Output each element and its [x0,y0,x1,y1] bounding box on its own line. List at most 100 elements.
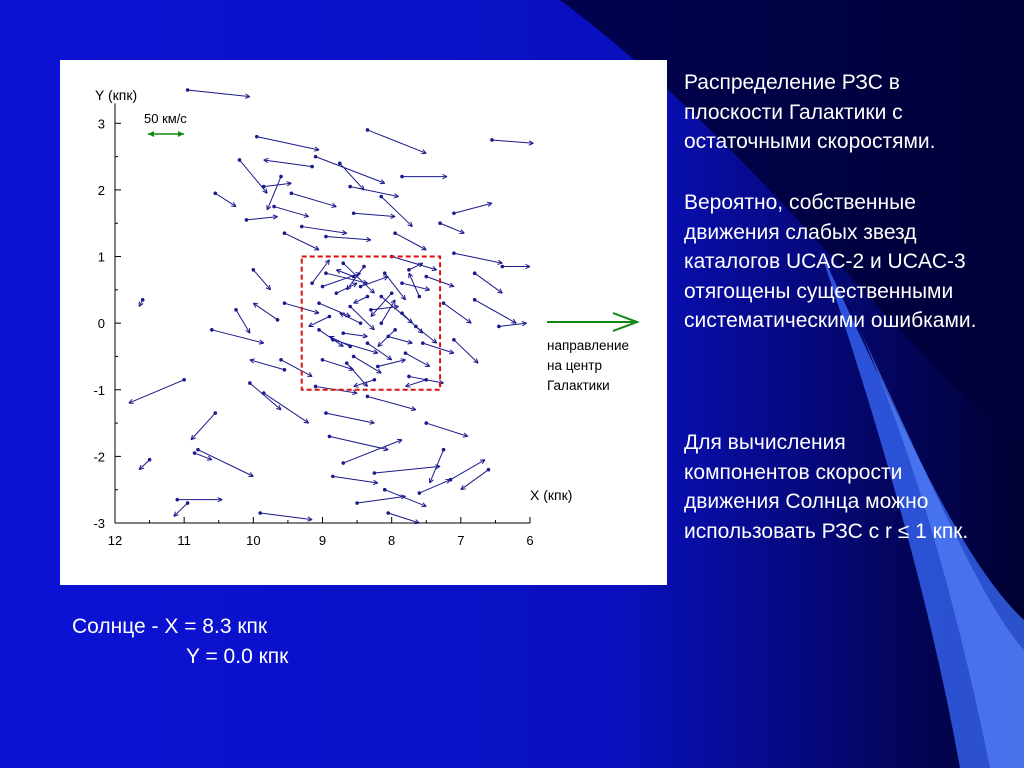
star-point [344,361,349,365]
velocity-vector [263,182,292,188]
vector-arrowhead [448,349,455,355]
vector-arrowhead [448,282,455,288]
velocity-vector [315,385,358,394]
vector-arrowhead [421,149,427,155]
star-point [317,301,321,305]
velocity-vector [353,379,375,387]
star-point [420,341,425,345]
star-point [497,324,501,329]
star-point [407,268,411,272]
velocity-vector [453,202,493,214]
star-point [452,338,456,342]
velocity-vector [370,292,393,317]
y-tick-label: 1 [98,250,105,265]
vector-arrowhead [372,479,379,485]
star-point [147,457,152,462]
star-point [175,497,180,502]
velocity-vector [367,395,417,411]
vector-arrowhead [353,298,359,304]
star-point [327,314,332,319]
star-point [234,308,238,312]
star-point [362,264,366,269]
star-point [424,421,429,425]
vector-arrowhead [339,312,345,318]
star-point [261,184,266,189]
velocity-vector [380,299,396,324]
star-point [341,261,346,265]
vector-arrowhead [369,324,375,331]
vector-arrowhead [421,502,427,508]
star-point [313,154,318,159]
vector-arrowhead [138,464,145,471]
star-point [365,294,370,299]
vector-arrowhead [486,201,493,207]
vector-arrowhead [303,212,310,218]
star-point [261,391,266,395]
vector-arrowhead [497,288,503,294]
star-point [196,447,200,452]
star-point [448,477,453,482]
velocity-vector [308,316,330,327]
vector-arrowhead [408,272,414,279]
vector-arrowhead [369,419,375,425]
star-point [403,351,408,355]
star-point [452,251,456,256]
y-tick-label: -1 [93,383,105,398]
star-point [365,128,370,132]
vector-arrowhead [428,478,434,484]
star-point [279,357,283,362]
vector-arrowhead [390,299,396,305]
star-point [372,377,377,382]
vector-arrowhead [466,318,472,324]
star-point [365,341,370,345]
star-point [365,394,370,399]
star-point [379,194,384,199]
velocity-vector [256,136,320,151]
star-point [379,321,384,325]
region-box [300,255,442,391]
velocity-vector [215,192,237,207]
vector-arrowhead [272,214,278,220]
velocity-vector [498,322,527,327]
velocity-vector [343,332,368,337]
star-point [355,501,359,505]
vector-arrowhead [314,245,320,251]
velocity-vector [367,129,427,154]
star-point [140,298,145,302]
velocity-vector [253,302,278,321]
vector-arrowhead [525,263,531,270]
velocity-vector [491,139,534,144]
vector-arrowhead [407,221,413,228]
star-point [486,467,491,472]
velocity-vector [197,449,254,477]
x-tick-label: 9 [319,533,326,548]
star-point [386,511,391,515]
star-point [379,294,384,299]
star-point [282,301,287,305]
star-point [213,191,218,196]
vector-arrowhead [497,259,503,265]
velocity-vector [415,326,437,344]
vector-arrowhead [473,358,479,364]
velocity-vector [329,336,351,347]
sun-x-coordinate: Солнце - X = 8.3 кпк [72,615,268,638]
velocity-vector [370,306,399,311]
direction-arrow-head-icon [612,312,640,332]
velocity-vector [353,296,368,304]
velocity-vector [346,266,365,291]
vector-arrowhead [460,485,466,491]
velocity-vector [249,382,282,411]
velocity-vector [384,272,406,301]
star-point [289,191,294,196]
scale-arrow-left-icon [148,131,154,137]
star-point [393,231,397,236]
star-point [407,374,411,379]
velocity-vector [266,176,282,211]
star-point [248,381,252,385]
vector-arrowhead [190,434,196,441]
star-point [313,384,318,389]
vector-arrowhead [314,309,320,315]
star-point [472,298,477,302]
star-point [348,344,352,349]
vector-arrowhead [393,193,399,199]
